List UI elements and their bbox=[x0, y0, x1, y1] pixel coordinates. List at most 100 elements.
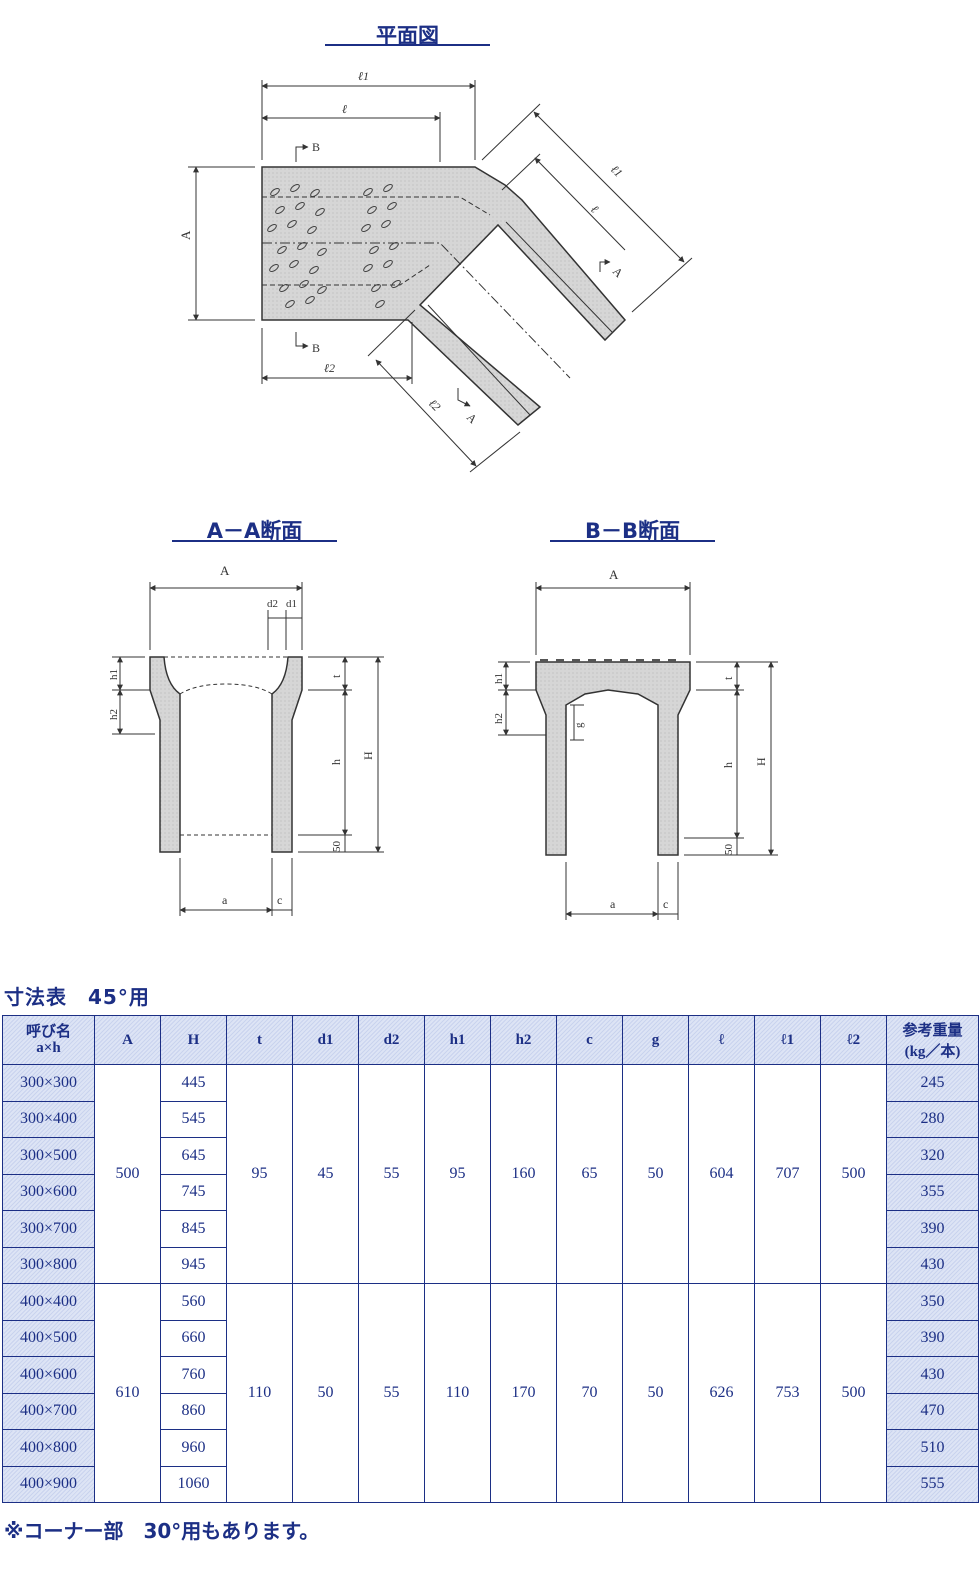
bb-body bbox=[535, 661, 691, 856]
bb-label-t: t bbox=[721, 676, 735, 680]
table-row: 300×800 945 430 bbox=[2, 1246, 979, 1284]
cell-H: 845 bbox=[160, 1210, 227, 1248]
table-header-9: g bbox=[622, 1015, 689, 1065]
cell-name: 300×700 bbox=[2, 1210, 95, 1248]
cell-name: 400×800 bbox=[2, 1429, 95, 1467]
technical-drawings: ℓ1 ℓ A B B ℓ2 ℓ1 ℓ A ℓ2 A bbox=[108, 69, 778, 920]
cell-name: 400×500 bbox=[2, 1319, 95, 1357]
cell-h2: 160 bbox=[490, 1064, 557, 1284]
cell-weight: 510 bbox=[886, 1429, 979, 1467]
cell-l1: 707 bbox=[754, 1064, 821, 1284]
cell-A: 610 bbox=[94, 1283, 161, 1503]
plan-label-l2-bottom: ℓ2 bbox=[324, 361, 335, 375]
aa-label-50: 50 bbox=[331, 841, 343, 853]
cell-name: 300×400 bbox=[2, 1100, 95, 1138]
cell-H: 860 bbox=[160, 1392, 227, 1430]
aa-right-wall bbox=[271, 656, 303, 853]
section-aa-heading-underline bbox=[172, 540, 337, 542]
cell-weight: 350 bbox=[886, 1283, 979, 1321]
cell-t: 95 bbox=[226, 1064, 293, 1284]
cell-weight: 430 bbox=[886, 1246, 979, 1284]
cell-H: 445 bbox=[160, 1064, 227, 1102]
cell-H: 760 bbox=[160, 1356, 227, 1394]
aa-label-A: A bbox=[220, 563, 230, 578]
aa-label-h2: h2 bbox=[108, 709, 120, 720]
aa-label-h1: h1 bbox=[108, 669, 120, 680]
cell-h2: 170 bbox=[490, 1283, 557, 1503]
cell-name: 300×800 bbox=[2, 1246, 95, 1284]
section-aa-heading: A－A断面 bbox=[206, 519, 303, 543]
table-header-3: t bbox=[226, 1015, 293, 1065]
cell-weight: 390 bbox=[886, 1319, 979, 1357]
cell-l2: 500 bbox=[820, 1283, 887, 1503]
bb-label-g: g bbox=[573, 722, 585, 728]
table-row: 400×600 760 430 bbox=[2, 1356, 979, 1394]
cell-l2: 500 bbox=[820, 1064, 887, 1284]
table-row: 400×500 660 390 bbox=[2, 1319, 979, 1357]
plan-label-B-bottom: B bbox=[312, 341, 320, 355]
cell-name: 400×900 bbox=[2, 1465, 95, 1503]
cell-H: 545 bbox=[160, 1100, 227, 1138]
plan-label-B-top: B bbox=[312, 140, 320, 154]
cell-H: 945 bbox=[160, 1246, 227, 1284]
table-header-7: h2 bbox=[490, 1015, 557, 1065]
footnote: ※コーナー部 30°用もあります。 bbox=[4, 1519, 320, 1543]
table-row: 300×500 645 320 bbox=[2, 1137, 979, 1175]
table-header-4: d1 bbox=[292, 1015, 359, 1065]
drain-holes-left bbox=[267, 183, 327, 309]
cell-H: 645 bbox=[160, 1137, 227, 1175]
cell-name: 300×300 bbox=[2, 1064, 95, 1102]
cell-weight: 470 bbox=[886, 1392, 979, 1430]
section-bb-heading-underline bbox=[550, 540, 715, 542]
cell-t: 110 bbox=[226, 1283, 293, 1503]
cell-weight: 245 bbox=[886, 1064, 979, 1102]
table-header-0: 呼び名 a×h bbox=[2, 1015, 95, 1065]
cell-name: 400×600 bbox=[2, 1356, 95, 1394]
cell-c: 70 bbox=[556, 1283, 623, 1503]
cell-l1: 753 bbox=[754, 1283, 821, 1503]
cell-h1: 95 bbox=[424, 1064, 491, 1284]
plan-view-drawing: ℓ1 ℓ A B B ℓ2 ℓ1 ℓ A ℓ2 A bbox=[178, 69, 693, 473]
bb-label-A: A bbox=[609, 567, 619, 582]
section-bb-heading: B－B断面 bbox=[584, 519, 680, 543]
cell-weight: 555 bbox=[886, 1465, 979, 1503]
plan-label-l-top: ℓ bbox=[342, 102, 347, 116]
aa-left-wall bbox=[149, 656, 181, 853]
cell-l: 604 bbox=[688, 1064, 755, 1284]
cell-weight: 430 bbox=[886, 1356, 979, 1394]
cell-c: 65 bbox=[556, 1064, 623, 1284]
cell-weight: 320 bbox=[886, 1137, 979, 1175]
cell-d1: 45 bbox=[292, 1064, 359, 1284]
cell-H: 960 bbox=[160, 1429, 227, 1467]
plan-label-l-diag: ℓ bbox=[588, 202, 601, 215]
cell-H: 745 bbox=[160, 1173, 227, 1211]
cell-d1: 50 bbox=[292, 1283, 359, 1503]
table-header-6: h1 bbox=[424, 1015, 491, 1065]
section-aa-drawing: A d2 d1 h1 h2 t h H 50 a c bbox=[108, 563, 384, 916]
bb-label-50: 50 bbox=[723, 844, 735, 856]
plan-label-A-right: A bbox=[610, 264, 626, 280]
cell-weight: 355 bbox=[886, 1173, 979, 1211]
table-header-12: ℓ2 bbox=[820, 1015, 887, 1065]
cell-A: 500 bbox=[94, 1064, 161, 1284]
aa-label-H: H bbox=[361, 751, 375, 760]
aa-label-a: a bbox=[222, 893, 228, 907]
table-header-2: H bbox=[160, 1015, 227, 1065]
bb-label-h: h bbox=[721, 762, 735, 768]
plan-label-A-bottom: A bbox=[464, 410, 480, 426]
aa-label-c: c bbox=[277, 893, 282, 907]
bb-label-a: a bbox=[610, 897, 616, 911]
aa-label-t: t bbox=[329, 674, 343, 678]
cell-g: 50 bbox=[622, 1283, 689, 1503]
cell-H: 660 bbox=[160, 1319, 227, 1357]
cell-g: 50 bbox=[622, 1064, 689, 1284]
aa-label-d1: d1 bbox=[286, 598, 297, 610]
plan-label-l2-diag: ℓ2 bbox=[426, 396, 444, 414]
cell-name: 300×500 bbox=[2, 1137, 95, 1175]
bb-label-H: H bbox=[754, 757, 768, 766]
cell-weight: 390 bbox=[886, 1210, 979, 1248]
